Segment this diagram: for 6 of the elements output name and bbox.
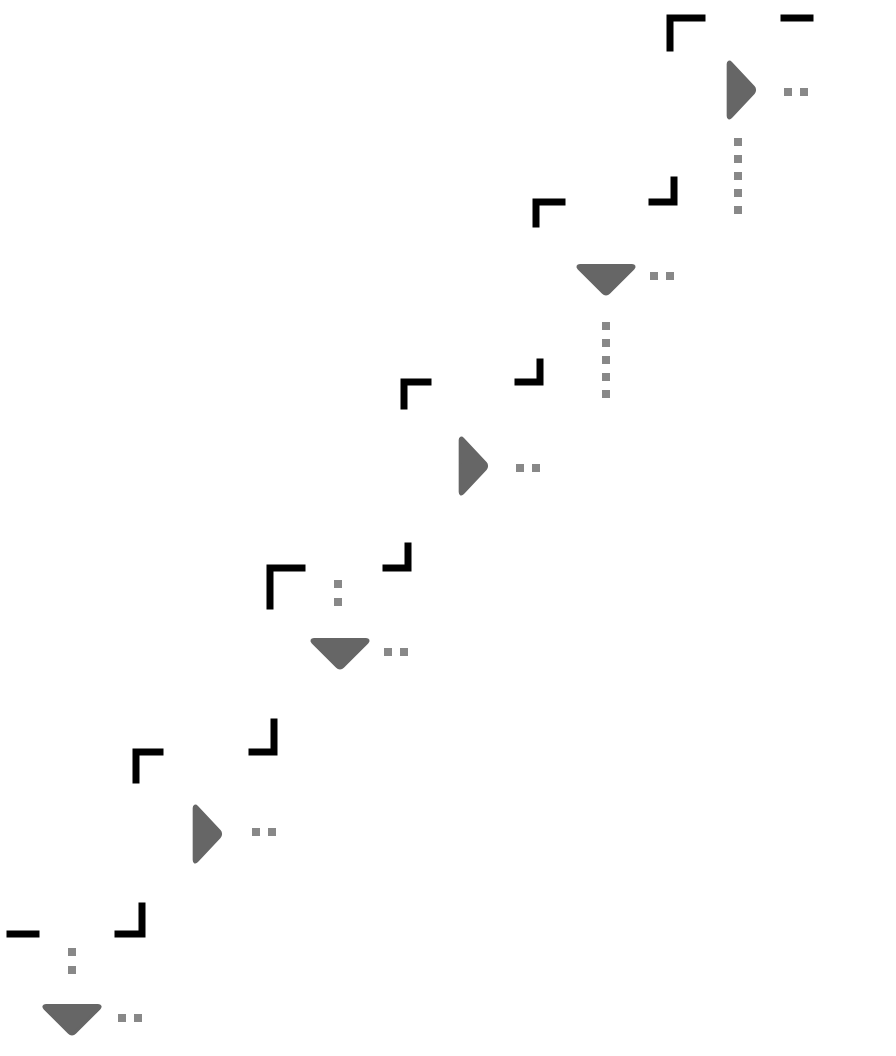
collapse-triangle [576,264,636,296]
expand-triangle [458,436,489,496]
expand-triangle [192,804,223,864]
collapse-triangle [42,1004,102,1036]
expand-triangle [726,60,757,120]
collapse-triangle [310,638,370,670]
